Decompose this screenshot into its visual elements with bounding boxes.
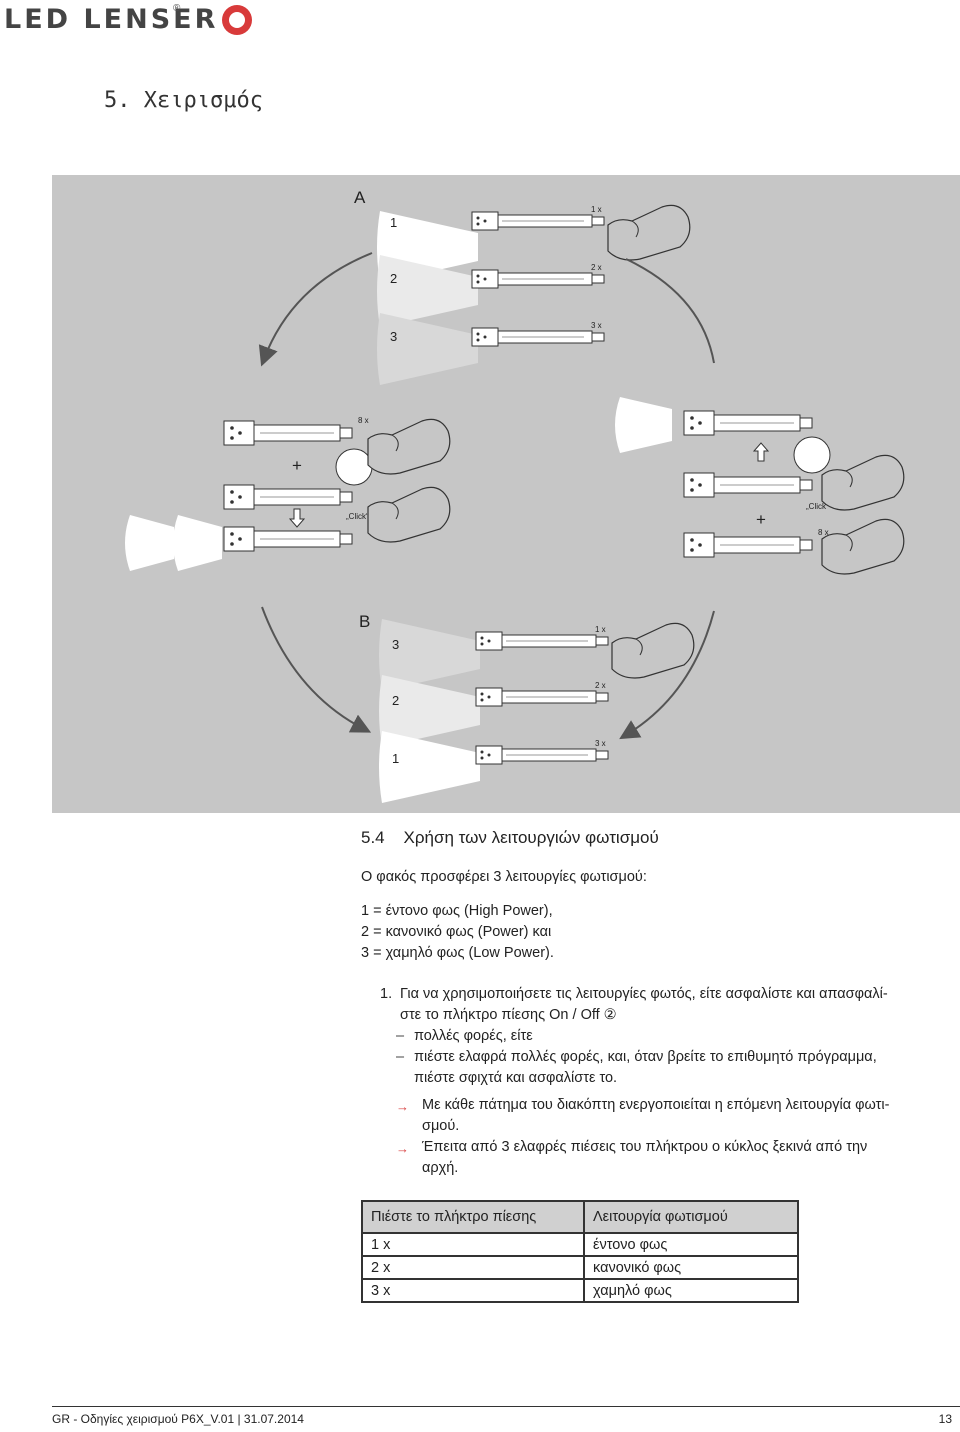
intro-text: Ο φακός προσφέρει 3 λειτουργίες φωτισμού…: [361, 869, 647, 885]
brand-mark-icon: [222, 4, 253, 35]
mode-1: 1 = έντονο φως (High Power),: [361, 903, 553, 919]
item-text-line-1: Για να χρησιμοποιήσετε τις λειτουργίες φ…: [400, 986, 888, 1002]
mode-3: 3 = χαμηλό φως (Low Power).: [361, 945, 554, 961]
table-row: 2 x κανονικό φως: [361, 1255, 799, 1280]
b-press-3: 3 x: [595, 739, 606, 748]
mode-table: Πιέστε το πλήκτρο πίεσης Λειτουργία φωτι…: [361, 1200, 799, 1303]
left-8x: 8 x: [358, 416, 369, 425]
instruction-list: 1. Για να χρησιμοποιήσετε τις λειτουργίε…: [380, 984, 940, 1179]
page-number: 13: [938, 1412, 952, 1426]
b-level-1: 1: [392, 751, 399, 766]
b-level-3: 3: [392, 637, 399, 652]
table-row: 1 x έντονο φως: [361, 1232, 799, 1257]
right-click: „Click“: [806, 502, 829, 511]
brand-logo: LED LENSER ®: [4, 3, 253, 35]
a-press-2: 2 x: [591, 263, 602, 272]
footer-text: GR - Οδηγίες χειρισμού P6X_V.01 | 31.07.…: [52, 1412, 304, 1426]
arrow-note: → Έπειτα από 3 ελαφρές πιέσεις του πλήκτ…: [396, 1139, 868, 1176]
dash-item-continuation: πιέστε σφιχτά και ασφαλίστε το.: [414, 1070, 618, 1086]
group-a-label: A: [354, 188, 366, 207]
dash-item: –πολλές φορές, είτε: [396, 1028, 533, 1044]
arrow-right-icon: →: [396, 1099, 409, 1114]
item-number: 1.: [380, 986, 393, 1002]
b-press-1: 1 x: [595, 625, 606, 634]
footer-divider: [52, 1406, 960, 1407]
operation-figure: A 1 2 3 1 x 2 x 3 x 8 x + „Click“: [52, 175, 960, 813]
b-level-2: 2: [392, 693, 399, 708]
table-row: 3 x χαμηλό φως: [361, 1278, 799, 1303]
dash-item: –πιέστε ελαφρά πολλές φορές, και, όταν β…: [396, 1049, 877, 1065]
table-header: Πιέστε το πλήκτρο πίεσης: [361, 1200, 585, 1234]
left-plus: +: [292, 456, 302, 475]
a-level-2: 2: [390, 271, 397, 286]
left-click: „Click“: [346, 512, 369, 521]
modes-list: 1 = έντονο φως (High Power), 2 = κανονικ…: [361, 901, 554, 964]
a-level-3: 3: [390, 329, 397, 344]
section-title: 5.4 Χρήση των λειτουργιών φωτισμού: [361, 828, 659, 847]
arrow-right-icon: →: [396, 1141, 409, 1156]
table-header: Λειτουργία φωτισμού: [583, 1200, 799, 1234]
a-press-3: 3 x: [591, 321, 602, 330]
figure-illustration: A 1 2 3 1 x 2 x 3 x 8 x + „Click“: [125, 188, 905, 803]
item-text-line-2: στε το πλήκτρο πίεσης On / Off ②: [400, 1007, 617, 1023]
b-press-2: 2 x: [595, 681, 606, 690]
a-press-1: 1 x: [591, 205, 602, 214]
page-title: 5. Χειρισμός: [104, 88, 263, 113]
group-b-label: B: [359, 612, 370, 631]
mode-2: 2 = κανονικό φως (Power) και: [361, 924, 552, 940]
arrow-note: → Με κάθε πάτημα του διακόπτη ενεργοποιε…: [396, 1097, 890, 1134]
a-level-1: 1: [390, 215, 397, 230]
right-8x: 8 x: [818, 528, 829, 537]
right-plus: +: [756, 510, 766, 529]
brand-name: LED LENSER: [4, 4, 219, 35]
registered-mark: ®: [173, 3, 181, 14]
